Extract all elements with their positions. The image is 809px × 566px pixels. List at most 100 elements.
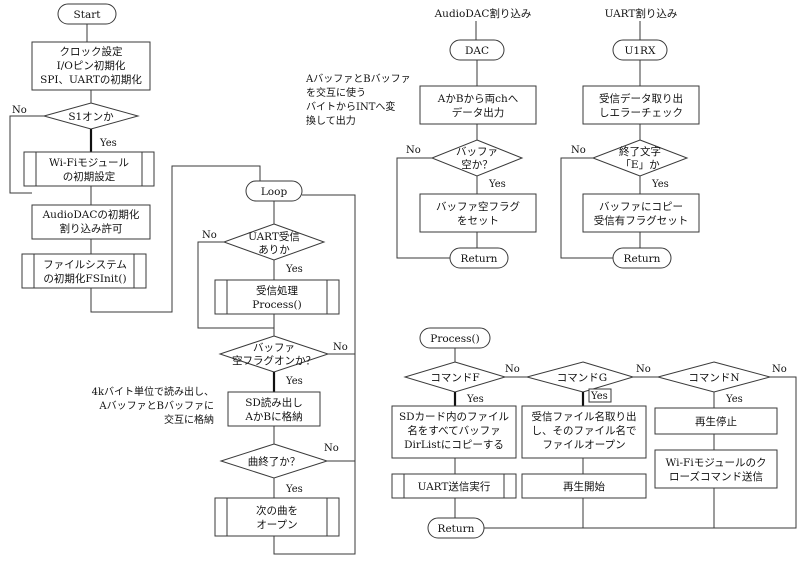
process-terminal-label: Process() — [430, 333, 479, 345]
uart-copy-box — [582, 193, 700, 233]
cmd-g-yes-box — [588, 388, 612, 403]
uart-return-label: Return — [624, 253, 661, 265]
play-stop-box — [654, 407, 778, 435]
uart-decision-line1: UART受信 — [248, 231, 300, 243]
cmd-f-label: コマンドF — [430, 372, 479, 384]
uart-recv-line1: 受信データ取り出 — [599, 92, 683, 105]
start-label: Start — [74, 9, 102, 21]
uart-end-line2: 「E」か — [620, 159, 660, 171]
dac-empty-line1: バッファ — [456, 146, 498, 158]
dac-output-line1: AかBから両chへ — [437, 93, 518, 105]
dac-yes-label: Yes — [488, 179, 506, 190]
main-flow: Start クロック設定 I/Oピン初期化 SPI、UARTの初期化 S1オンか… — [9, 3, 356, 555]
sd-copy-line3: DirListにコピーする — [404, 439, 504, 451]
u1rx-label: U1RX — [625, 45, 656, 57]
sd-read-line2: AかBに格納 — [244, 410, 302, 423]
recv-process-line1: 受信処理 — [256, 284, 298, 297]
note-buffers-line2: AバッファとBバッファに — [98, 400, 214, 412]
dac-return-terminal — [449, 247, 509, 269]
sd-copy-line2: 名をすべてバッファ — [407, 424, 500, 437]
audiodac-init-line2: 割り込み許可 — [60, 222, 123, 235]
cmd-g-yes-label: Yes — [590, 391, 608, 402]
uart-end-no-label: No — [571, 145, 586, 156]
song-end-label: 曲終了か？ — [248, 455, 301, 468]
process-return-label: Return — [438, 523, 475, 535]
dac-output-box — [419, 85, 537, 125]
song-end-no-label: No — [324, 443, 339, 454]
init-clock-line3: SPI、UARTの初期化 — [40, 73, 142, 86]
cmd-n-label: コマンドN — [688, 372, 739, 384]
process-return-terminal — [427, 517, 485, 539]
buffer-empty-line1: バッファ — [253, 342, 295, 354]
dac-return-label: Return — [461, 253, 498, 265]
process-flow: Process() コマンドF No Yes SDカード内のファイル 名をすべて… — [391, 327, 797, 539]
wifi-close-line1: Wi-Fiモジュールのク — [666, 457, 767, 469]
buffer-empty-line2: 空フラグオンか？ — [232, 354, 316, 367]
buffer-empty-yes-label: Yes — [285, 376, 303, 387]
fs-init-box — [21, 253, 147, 289]
uart-decision-line2: ありか — [258, 244, 290, 256]
uart-send-box — [391, 473, 517, 499]
dac-set-flag-box — [419, 193, 537, 233]
cmd-n-yes-label: Yes — [725, 394, 743, 405]
cmd-n-no-label: No — [772, 364, 787, 375]
wifi-init-box — [23, 151, 155, 187]
file-open-box — [521, 405, 647, 459]
uart-recv-line2: しエラーチェック — [599, 107, 683, 119]
s1-decision-label: S1オンか — [68, 111, 114, 123]
uart-end-yes-label: Yes — [651, 179, 669, 190]
uart-recv-box — [582, 85, 700, 125]
s1-no-label: No — [12, 105, 27, 116]
cmd-f-no-label: No — [505, 364, 520, 375]
init-clock-line2: I/Oピン初期化 — [57, 59, 126, 72]
wifi-init-line1: Wi-Fiモジュール — [49, 157, 129, 169]
file-open-line3: ファイルオープン — [542, 439, 625, 451]
dac-isr: AudioDAC割り込み DAC AかBから両chへ データ出力 バッファ 空か… — [305, 7, 537, 269]
cmd-g-no-label: No — [636, 364, 651, 375]
uart-end-line1: 終了文字 — [619, 145, 661, 158]
note-buffers-line1: 4kバイト単位で読み出し、 — [92, 385, 214, 398]
recv-process-box — [214, 279, 340, 315]
uart-copy-line2: 受信有フラグセット — [594, 214, 689, 227]
init-clock-line1: クロック設定 — [60, 45, 123, 58]
cmd-f-yes-label: Yes — [466, 394, 484, 405]
uart-send-label: UART送信実行 — [418, 480, 491, 493]
next-song-box — [214, 497, 340, 537]
sd-copy-box — [391, 405, 517, 459]
file-open-line1: 受信ファイル名取り出 — [532, 410, 637, 423]
song-end-yes-label: Yes — [285, 484, 303, 495]
fs-init-line2: の初期化FSInit() — [43, 272, 126, 285]
dac-note-line3: バイトからINTへ変 — [306, 100, 395, 113]
init-clock-box — [31, 41, 151, 91]
dac-terminal-label: DAC — [465, 45, 489, 57]
play-start-label: 再生開始 — [563, 480, 605, 493]
play-start-box — [521, 473, 647, 499]
audiodac-init-line1: AudioDACの初期化 — [42, 208, 140, 221]
uart-copy-line1: バッファにコピー — [599, 201, 683, 213]
recv-process-line2: Process() — [252, 299, 301, 311]
loop-label: Loop — [261, 186, 288, 198]
dac-set-flag-line2: をセット — [457, 215, 499, 227]
uart-isr-title: UART割り込み — [605, 7, 678, 20]
dac-note-line1: AバッファとBバッファ — [305, 73, 411, 85]
sd-read-box — [227, 391, 321, 427]
next-song-line2: オープン — [256, 519, 297, 531]
file-open-line2: し、そのファイル名で — [532, 424, 637, 437]
dac-empty-line2: 空か？ — [461, 158, 493, 171]
note-buffers-line3: 交互に格納 — [164, 413, 214, 426]
dac-note-line4: 換して出力 — [306, 114, 356, 127]
uart-return-terminal — [612, 247, 672, 269]
s1-yes-label: Yes — [99, 138, 117, 149]
next-song-line1: 次の曲を — [256, 504, 298, 517]
buffer-empty-no-label: No — [333, 342, 348, 353]
sd-read-line1: SD読み出し — [245, 396, 303, 409]
play-stop-label: 再生停止 — [695, 415, 737, 428]
dac-isr-title: AudioDAC割り込み — [434, 7, 532, 20]
uart-yes-label: Yes — [285, 264, 303, 275]
uart-no-label: No — [202, 230, 217, 241]
cmd-g-label: コマンドG — [557, 372, 607, 384]
uart-isr: UART割り込み U1RX 受信データ取り出 しエラーチェック 終了文字 「E」… — [560, 7, 700, 269]
dac-set-flag-line1: バッファ空フラグ — [436, 200, 520, 213]
wifi-close-line2: ローズコマンド送信 — [669, 470, 763, 483]
